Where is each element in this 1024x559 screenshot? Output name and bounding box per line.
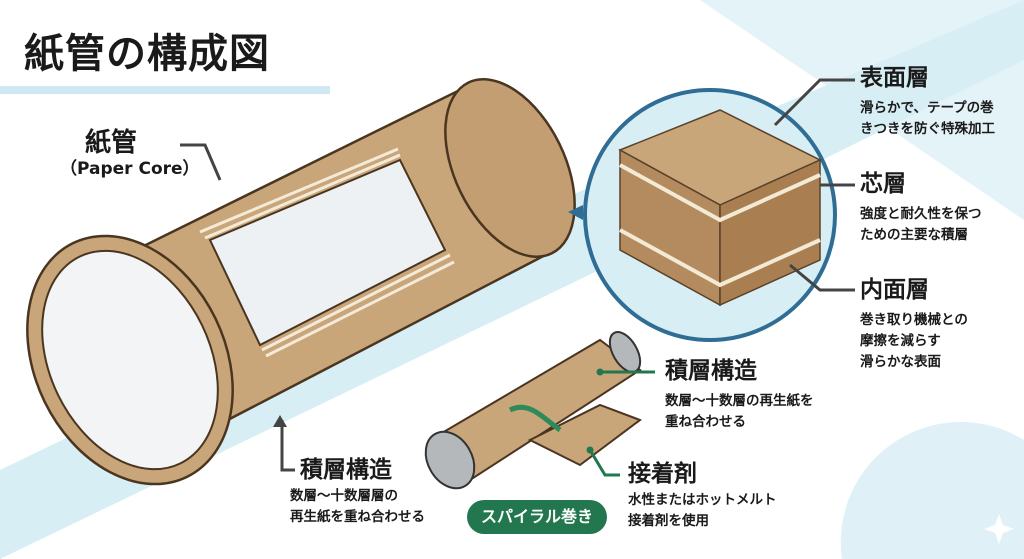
sparkle-icon (984, 514, 1014, 544)
title-underline (0, 86, 330, 94)
layer-title: 芯層 (860, 171, 906, 197)
paper-tube (26, 78, 576, 486)
adhesive-desc: 水性またはホットメルト (628, 492, 777, 508)
bg-circle (840, 422, 1024, 559)
layer-core: 芯層 強度と耐久性を保つ ための主要な積層 (860, 170, 982, 246)
leader-dot (596, 368, 604, 376)
adhesive-title: 接着剤 (628, 461, 697, 487)
layer-desc: 滑らかな表面 (860, 354, 941, 370)
leader-lines (180, 78, 855, 472)
adhesive-desc: 接着剤を使用 (628, 513, 709, 529)
page-title: 紙管の構成図 (24, 31, 270, 77)
layer-title: 表面層 (860, 65, 929, 91)
layer-inner: 内面層 巻き取り機械との 摩擦を減らす 滑らかな表面 (860, 276, 968, 373)
layer-title: 内面層 (860, 277, 929, 303)
layer-desc: 滑らかで、テープの巻 (860, 100, 994, 116)
tube-label-title: 紙管 (85, 128, 138, 158)
spiral-roll (424, 331, 643, 490)
structure-desc: 数層〜十数層層の (290, 488, 398, 504)
leader-dot (586, 446, 594, 454)
layer-desc: 強度と耐久性を保つ (860, 206, 982, 222)
spiral-structure-label: 積層構造 数層〜十数層の再生紙を 重ね合わせる (665, 357, 814, 433)
structure-desc: 重ね合わせる (665, 414, 746, 430)
tube-label: 紙管 （Paper Core） (60, 128, 200, 180)
arrow-icon (273, 415, 287, 427)
green-leaders (588, 370, 655, 477)
layer-desc: 摩擦を減らす (860, 333, 941, 349)
left-structure-label: 積層構造 数層〜十数層層の 再生紙を重ね合わせる (290, 456, 425, 528)
layer-desc: ための主要な積層 (860, 227, 968, 243)
layer-desc: 巻き取り機械との (860, 312, 968, 328)
magnified-layers (568, 88, 837, 342)
structure-desc: 再生紙を重ね合わせる (290, 509, 425, 525)
adhesive-label: 接着剤 水性またはホットメルト 接着剤を使用 (628, 460, 777, 532)
structure-title: 積層構造 (300, 457, 392, 483)
layer-desc: きつきを防ぐ特殊加工 (860, 121, 995, 137)
tube-label-subtitle: （Paper Core） (60, 159, 200, 179)
layer-surface: 表面層 滑らかで、テープの巻 きつきを防ぐ特殊加工 (860, 64, 995, 140)
structure-title: 積層構造 (665, 358, 757, 384)
structure-desc: 数層〜十数層の再生紙を (665, 393, 814, 409)
spiral-badge: スパイラル巻き (467, 500, 607, 534)
